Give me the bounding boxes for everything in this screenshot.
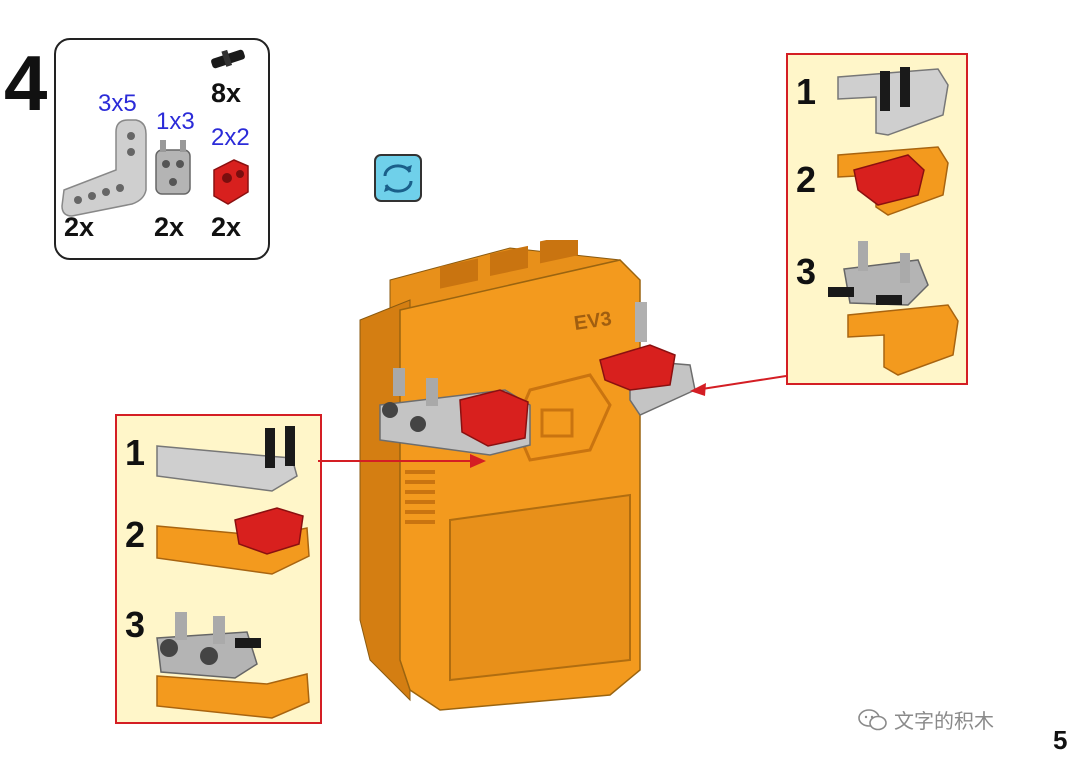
- watermark-text: 文字的积木: [894, 709, 994, 733]
- ev3-brick-illustration: EV3: [359, 240, 696, 711]
- substep-number: 2: [796, 159, 817, 200]
- rotate-model-icon: [374, 154, 422, 202]
- connector-1x3-icon: [155, 140, 191, 195]
- beam-3x5-icon: [61, 119, 147, 217]
- step-number: 4: [4, 39, 48, 127]
- part-size-label: 2x2: [211, 124, 250, 151]
- part-qty-label: 2x: [211, 212, 242, 242]
- callout-right-illustrations: [828, 67, 959, 376]
- part-qty-label: 8x: [211, 78, 242, 108]
- black-pin-icon: [211, 49, 245, 69]
- part-size-label: 3x5: [98, 90, 137, 117]
- watermark: 文字的积木: [858, 705, 994, 734]
- substep-number: 2: [125, 514, 146, 555]
- red-2x2-icon: [213, 159, 249, 205]
- substep-number: 1: [125, 432, 146, 473]
- part-qty-label: 2x: [64, 212, 95, 242]
- part-size-label: 1x3: [156, 108, 195, 135]
- substep-number: 3: [796, 251, 817, 292]
- chat-bubble-icon: [858, 708, 887, 730]
- substep-number: 1: [796, 71, 817, 112]
- callout-left-illustrations: [156, 426, 310, 719]
- parts-list: 3x5 1x3 2x2 8x 2x 2x 2x: [54, 38, 270, 260]
- parts-illustrations: [61, 49, 249, 217]
- page-number: 5: [1053, 725, 1068, 755]
- substep-number: 3: [125, 604, 146, 645]
- callout-box-right: 1 2 3: [786, 53, 968, 385]
- callout-box-left: 1 2 3: [115, 414, 322, 724]
- part-qty-label: 2x: [154, 212, 185, 242]
- svg-text:EV3: EV3: [573, 308, 614, 335]
